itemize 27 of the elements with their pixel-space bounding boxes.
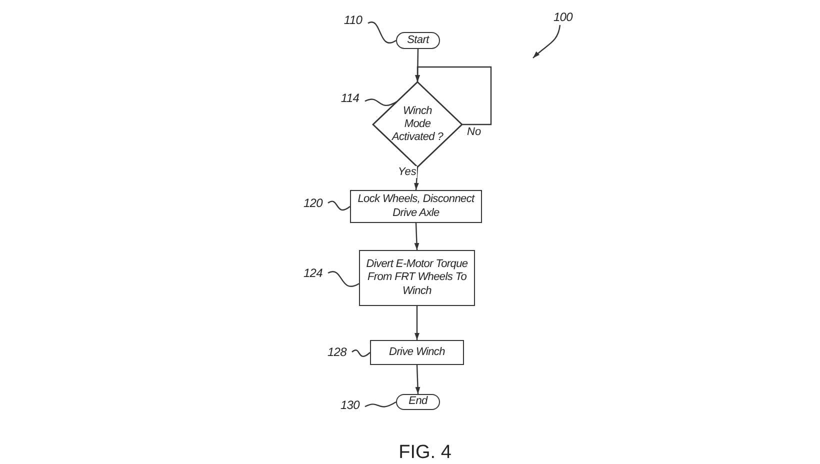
reference-numeral: 114 <box>335 90 365 106</box>
leader-line <box>328 200 350 210</box>
reference-numeral: 110 <box>338 12 368 28</box>
decision-diamond: Winch Mode Activated ? <box>373 82 462 167</box>
reference-numeral: 120 <box>298 195 328 211</box>
edge-label: Yes <box>397 166 418 178</box>
terminal-box: End <box>396 394 440 410</box>
reference-numeral: 100 <box>548 9 578 25</box>
leader-line <box>364 401 396 408</box>
process-box: Divert E-Motor Torque From FRT Wheels To Winch <box>359 250 475 306</box>
reference-numeral: 130 <box>335 397 365 413</box>
reference-numeral: 124 <box>298 265 328 281</box>
leader-line <box>328 271 360 287</box>
arrow <box>415 364 420 394</box>
edge-label: No <box>466 126 482 138</box>
arrow <box>415 66 492 126</box>
figure-caption: FIG. 4 <box>398 442 452 464</box>
arrow <box>414 222 420 250</box>
arrow <box>532 24 561 58</box>
leader-line <box>364 98 398 106</box>
terminal-box: Start <box>396 32 440 49</box>
process-box: Drive Winch <box>370 340 464 365</box>
leader-line <box>352 350 370 357</box>
arrow <box>414 306 420 340</box>
arrow <box>414 166 419 190</box>
process-box: Lock Wheels, Disconnect Drive Axle <box>350 190 482 223</box>
reference-numeral: 128 <box>322 344 352 360</box>
